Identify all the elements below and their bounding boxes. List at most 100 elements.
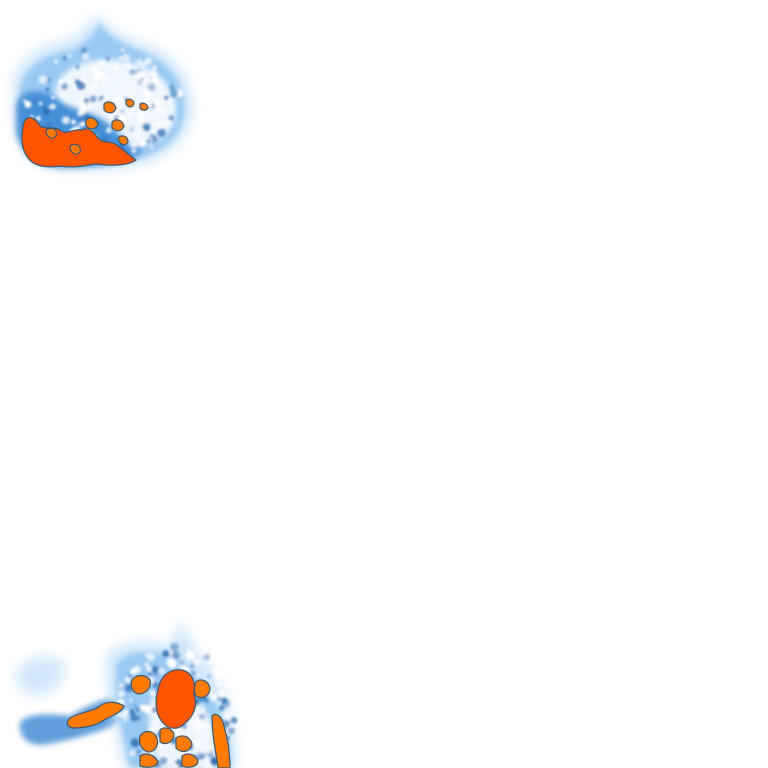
- hotspot-small-f: [45, 127, 57, 139]
- speckle: [151, 665, 159, 674]
- speckle: [125, 63, 131, 68]
- speckle: [146, 652, 156, 662]
- speckle: [116, 107, 122, 114]
- speckle: [90, 89, 94, 93]
- speckle: [136, 749, 141, 754]
- speckle: [67, 53, 72, 58]
- speckle: [153, 97, 162, 106]
- speckle: [89, 95, 97, 102]
- speckle: [149, 69, 157, 77]
- speckle: [129, 749, 136, 757]
- speckle: [50, 103, 56, 110]
- speckle: [166, 99, 171, 104]
- speckle: [200, 707, 206, 712]
- speckle: [112, 64, 120, 72]
- speckle: [217, 690, 225, 698]
- speckle: [122, 53, 131, 62]
- speckle: [62, 56, 67, 60]
- speckle: [137, 80, 143, 86]
- speckle: [215, 668, 219, 672]
- hotspot-lower-mid: [159, 727, 175, 745]
- speckle: [64, 98, 69, 103]
- speckle: [148, 726, 155, 733]
- hotspot-small-c: [111, 119, 125, 132]
- cell-wisp: [15, 656, 65, 696]
- speckle: [113, 95, 122, 104]
- hotspot-lower-left: [138, 730, 159, 753]
- speckle: [80, 89, 86, 94]
- speckle: [144, 57, 153, 66]
- speckle: [98, 60, 105, 67]
- speckle: [143, 705, 153, 714]
- speckle: [143, 99, 147, 103]
- speckle: [195, 673, 201, 679]
- speckle: [80, 121, 86, 127]
- speckle: [214, 670, 223, 679]
- top-left-cell: [13, 14, 193, 170]
- speckle: [135, 706, 141, 712]
- speckle: [129, 698, 133, 702]
- speckle: [205, 724, 211, 729]
- speckle: [129, 709, 135, 715]
- speckle: [82, 52, 90, 61]
- speckle: [126, 113, 130, 117]
- speckle: [227, 727, 235, 735]
- speckle: [168, 657, 174, 664]
- speckle: [45, 87, 50, 92]
- speckle: [133, 131, 141, 139]
- speckle: [61, 82, 68, 90]
- speckle: [207, 675, 211, 678]
- speckle: [149, 76, 156, 83]
- speckle: [80, 47, 88, 55]
- speckle: [158, 667, 166, 675]
- speckle: [138, 139, 146, 147]
- speckle: [204, 697, 210, 703]
- hotspot-center: [155, 669, 197, 729]
- speckle: [120, 48, 125, 52]
- speckle: [216, 680, 223, 687]
- speckle: [170, 642, 179, 652]
- speckle: [131, 142, 137, 148]
- speckle: [173, 728, 182, 736]
- speckle: [144, 662, 150, 668]
- hotspot-small-g: [69, 143, 81, 155]
- speckle: [105, 56, 110, 61]
- speckle: [156, 108, 163, 114]
- speckle: [38, 101, 43, 106]
- speckle: [198, 752, 206, 760]
- speckle: [82, 75, 86, 80]
- speckle: [194, 727, 201, 734]
- speckle: [169, 89, 179, 98]
- speckle: [168, 84, 175, 91]
- speckle: [51, 95, 55, 100]
- hotspot-bottom-b: [181, 753, 199, 768]
- speckle: [209, 693, 218, 702]
- speckle: [198, 713, 205, 721]
- speckle: [205, 746, 213, 753]
- speckle: [190, 719, 197, 726]
- speckle: [118, 56, 124, 61]
- speckle: [190, 670, 196, 677]
- speckle: [129, 69, 136, 75]
- speckle: [222, 699, 227, 704]
- speckle: [216, 696, 222, 701]
- speckle: [76, 81, 86, 91]
- hotspot-left-blob: [130, 674, 151, 695]
- hotspot-right-small: [193, 679, 211, 699]
- speckle: [131, 148, 137, 154]
- speckle: [120, 144, 124, 149]
- speckle: [125, 86, 129, 90]
- hotspot-arm: [66, 701, 125, 729]
- speckle: [173, 764, 179, 768]
- speckle: [120, 109, 125, 114]
- speckle: [79, 116, 85, 122]
- speckle: [149, 690, 156, 696]
- speckle: [145, 138, 151, 144]
- speckle: [61, 116, 70, 125]
- hotspot-right-strip: [211, 713, 231, 768]
- speckle: [146, 666, 152, 672]
- speckle: [35, 116, 41, 121]
- speckle: [130, 668, 137, 675]
- hotspot-small-d: [125, 98, 135, 108]
